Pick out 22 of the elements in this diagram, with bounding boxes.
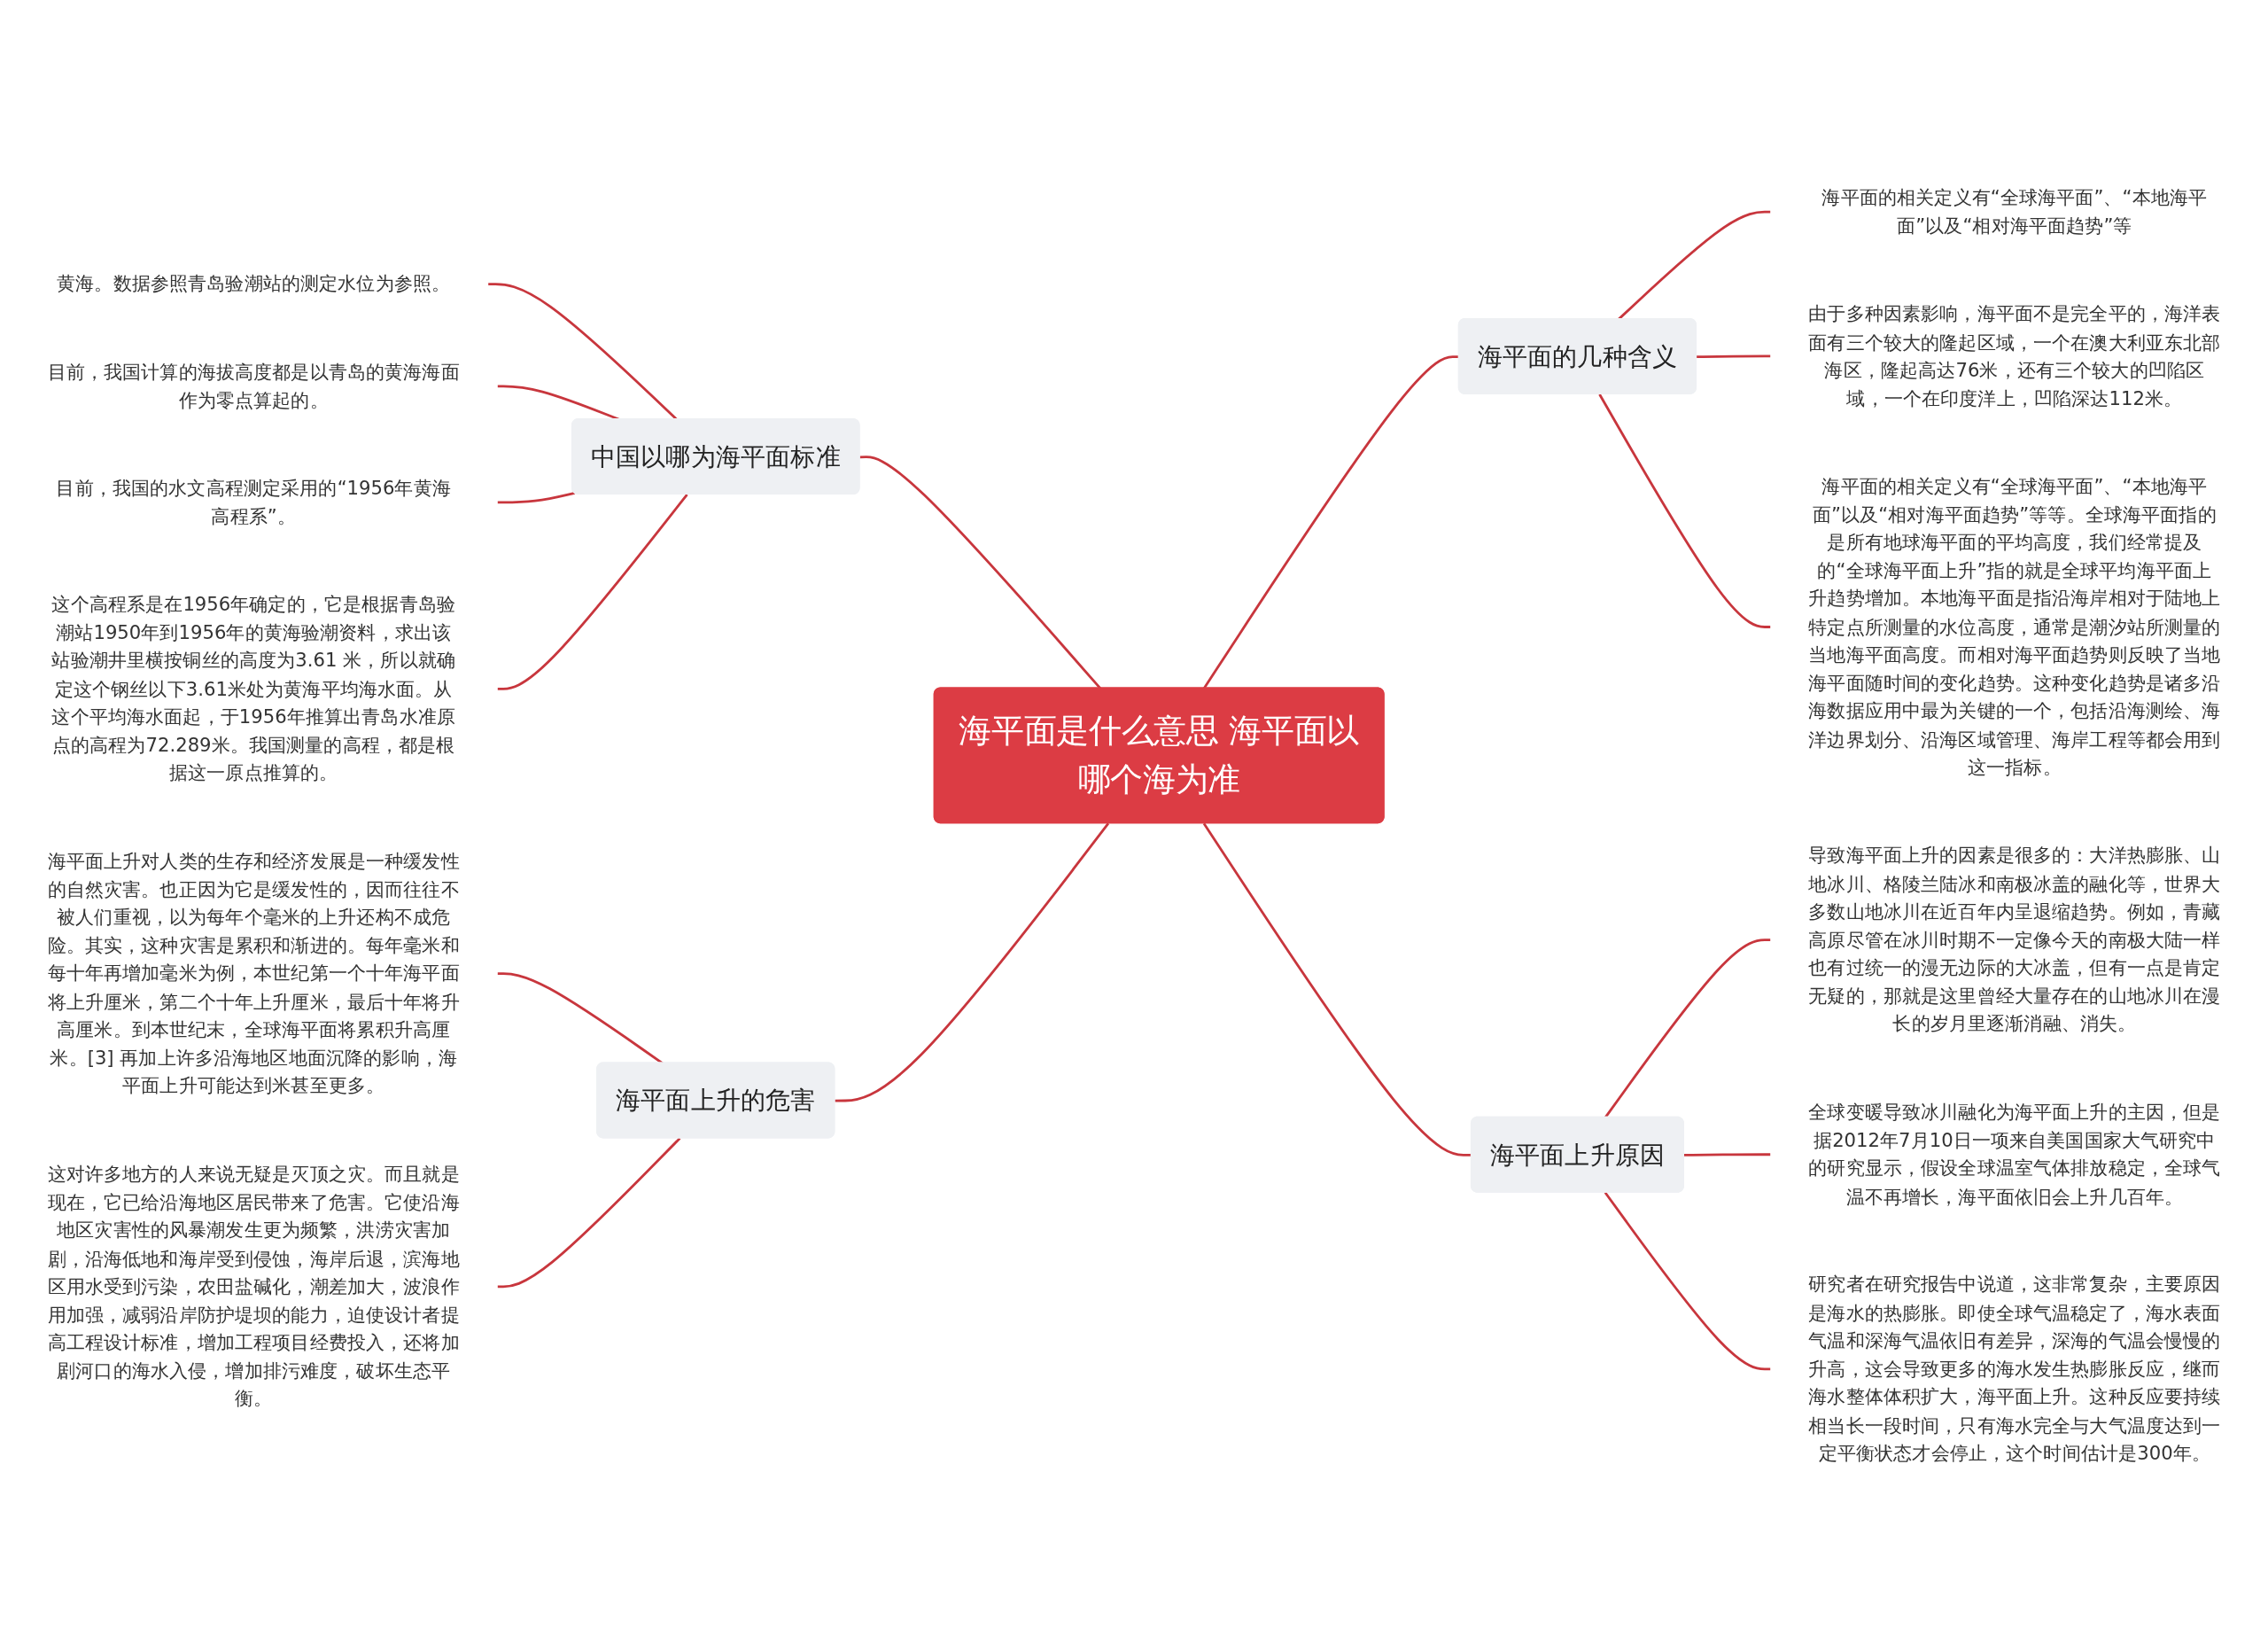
node-text: 这对许多地方的人来说无疑是灭顶之灾。而且就是现在，它已给沿海地区居民带来了危害。它使沿海地区灾害性的风暴潮发生更为频繁，洪涝灾害加剧，沿海低地和海岸受到侵蚀，海岸后退，滨海地区用水受到污染，农田盐碱化，潮差加大，波浪作用加强，减弱沿岸防护堤坝的能力，迫使设计者提高工程设计标准，增加工程项目经费投入，还将加剧河口的海水入侵，增加排污难度，破坏生态平衡。 [47, 1162, 460, 1410]
connector [1683, 1153, 1771, 1156]
node-text: 这个高程系是在1956年确定的，它是根据青岛验潮站1950年到1956年的黄海验潮资料，求出该站验潮井里横按铜丝的高度为3.61 米，所以就确定这个钢丝以下3.61米处为黄海平均海水面。从这个平均海水面起，于1956年推算出青岛水准原点的高程为72.289米。我国测量的高程，都是根据这一原点推算的。 [51, 592, 455, 784]
connector [835, 822, 1110, 1102]
node-text: 导致海平面上升的因素是很多的：大洋热膨胀、山地冰川、格陵兰陆冰和南极冰盖的融化等，世界大多数山地冰川在近百年内呈退缩趋势。例如，青藏高原尽管在冰川时期不一定像今天的南极大陆一样也有过统一的漫无边际的大冰盖，但有一点是肯定无疑的，那就是这里曾经大量存在的山地冰川在漫长的岁月里逐渐消融、消失。 [1808, 844, 2221, 1035]
connector [497, 494, 688, 690]
node-text: 目前，我国计算的海拔高度都是以青岛的黄海海面作为零点算起的。 [47, 360, 460, 411]
connector [1604, 938, 1771, 1118]
connector [1697, 354, 1771, 358]
node-text: 黄海。数据参照青岛验潮站的测定水位为参照。 [57, 272, 451, 295]
node-text: 海平面的相关定义有“全球海平面”、“本地海平面”以及“相对海平面趋势”等 [1821, 186, 2208, 238]
node-text: 由于多种因素影响，海平面不是完全平的，海洋表面有三个较大的隆起区域，一个在澳大利亚东北部海区，隆起高达76米，还有三个较大的凹陷区域，一个在印度洋上，凹陷深达112米。 [1808, 302, 2221, 409]
connector [1598, 393, 1771, 628]
node-text: 海平面的相关定义有“全球海平面”、“本地海平面”以及“相对海平面趋势”等等。全球海平面指的是所有地球海平面的平均高度，我们经常提及的“全球海平面上升”指的就是全球平均海平面上升趋势增加。本地海平面是指沿海岸相对于陆地上特定点所测量的水位高度，通常是潮汐站所测量的当地海平面高度。而相对海平面趋势则反映了当地海平面随时间的变化趋势。这种变化趋势是诸多沿海数据应用中最为关键的一个，包括沿海测绘、海洋边界划分、沿海区域管理、海岸工程等都会用到这一指标。 [1808, 474, 2221, 779]
connector [1604, 1191, 1771, 1371]
connector [859, 456, 1102, 689]
node-text: 海平面上升对人类的生存和经济发展是一种缓发性的自然灾害。也正因为它是缓发性的，因而往往不被人们重视，以为每年个毫米的上升还构不成危险。其实，这种灾害是累积和渐进的。每年毫米和每十年再增加毫米为例，本世纪第一个十年海平面将上升厘米，第二个十年上升厘米，最后十年将升高厘米。到本世纪末，全球海平面将累积升高厘米。[3] 再加上许多沿海地区地面沉降的影响，海平面上升可能达到米甚至更多。 [47, 849, 460, 1097]
node-text: 目前，我国的水文高程测定采用的“1956年黄海高程系”。 [56, 476, 451, 527]
connector [497, 1137, 681, 1289]
connector [497, 491, 575, 504]
node-text: 研究者在研究报告中说道，这非常复杂，主要原因是海水的热膨胀。即使全球气温稳定了，海水表面气温和深海气温依旧有差异，深海的气温会慢慢的升高，这会导致更多的海水发生热膨胀反应，继而海水整体体积扩大，海平面上升。这种反应要持续相当长一段时间，只有海水完全与大气温度达到一定平衡状态才会停止，这个时间估计是300年。 [1808, 1273, 2221, 1465]
node-text: 全球变暖导致冰川融化为海平面上升的主因，但是据2012年7月10日一项来自美国国家大气研究中的研究显示，假设全球温室气体排放稳定，全球气温不再增长，海平面依旧会上升几百年。 [1808, 1100, 2221, 1208]
